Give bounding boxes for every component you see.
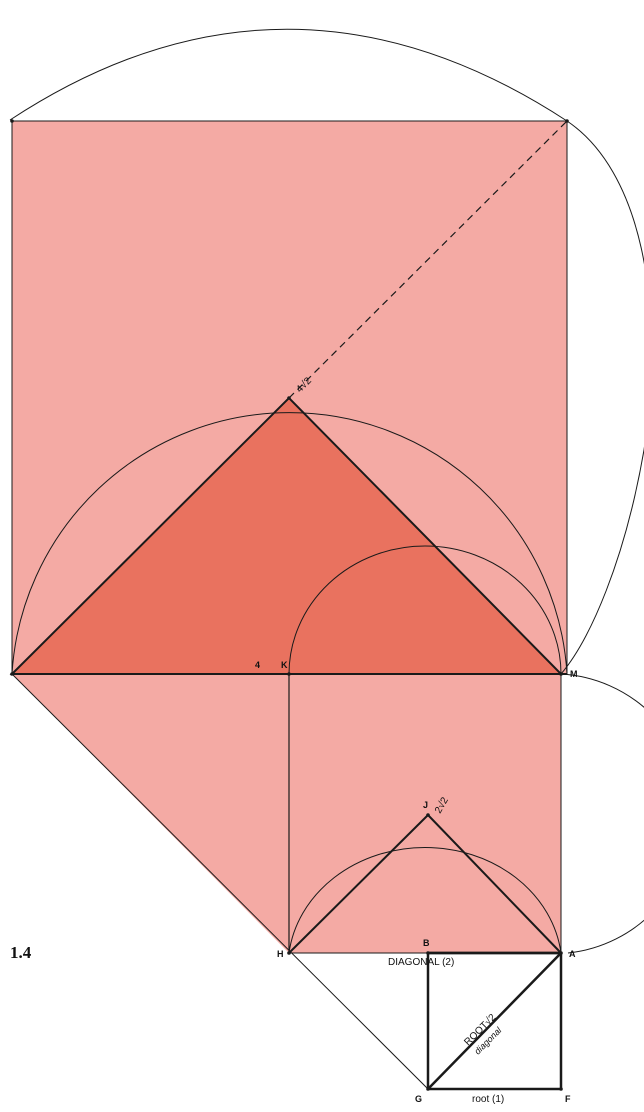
label-four: 4 xyxy=(255,660,260,670)
medium-semicircle xyxy=(288,545,562,675)
small-square-outline xyxy=(426,951,563,1091)
label-G: G xyxy=(415,1094,422,1104)
figure-number: 1.4 xyxy=(10,943,32,962)
top-arc xyxy=(9,28,568,122)
line-J-A xyxy=(427,814,562,954)
label-J: J xyxy=(423,800,428,810)
label-H: H xyxy=(277,949,284,959)
construction-arcs xyxy=(9,28,644,954)
label-A: A xyxy=(569,949,576,959)
label-K: K xyxy=(281,660,288,670)
label-M: M xyxy=(570,669,578,679)
diagonal-dashed-line xyxy=(288,120,568,399)
right-large-arc xyxy=(560,120,644,675)
left-slant-line xyxy=(11,673,429,1090)
big-semicircle xyxy=(11,412,568,675)
point-labels: K 4 M J H B A G F xyxy=(255,660,578,1104)
label-diagonal-2: DIAGONAL (2) xyxy=(388,957,454,968)
label-B: B xyxy=(423,938,430,948)
vertex-dots xyxy=(10,119,569,1091)
line-H-J xyxy=(288,814,429,954)
right-small-arc xyxy=(560,673,644,954)
small-semicircle xyxy=(288,847,562,954)
label-F: F xyxy=(565,1094,571,1104)
label-root-1: root (1) xyxy=(472,1094,504,1105)
small-square-diagonal xyxy=(427,952,562,1090)
